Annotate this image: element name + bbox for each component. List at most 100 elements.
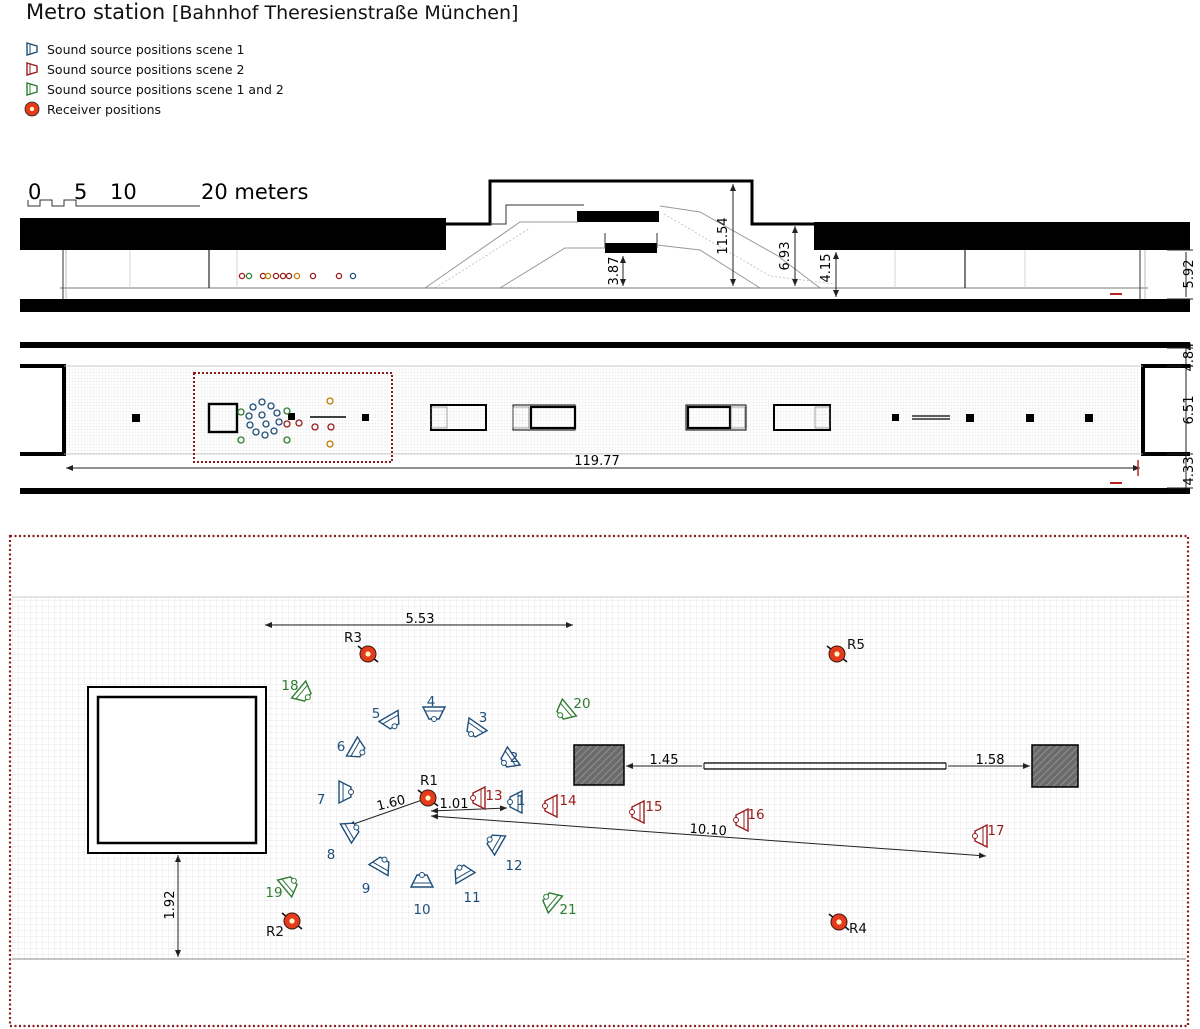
dim-label: 1.60	[375, 793, 407, 815]
dim-label: 6.51	[1182, 396, 1197, 425]
sound-source-20-icon	[556, 697, 578, 720]
sound-source-4-icon	[421, 706, 447, 722]
receiver-label: R1	[420, 773, 438, 789]
receiver-label: R4	[849, 921, 867, 937]
dim-label: 1.45	[650, 753, 679, 768]
dim-label: 1.58	[976, 753, 1005, 768]
sound-source-15-icon	[629, 799, 645, 825]
sound-source-8-icon	[339, 822, 360, 845]
dim-label: 1.01	[440, 797, 469, 812]
scale-bar: 0 5 10 20 meters	[27, 180, 309, 207]
dim-label: 119.77	[574, 454, 620, 469]
sound-source-label: 14	[559, 793, 576, 809]
sound-source-3-icon	[466, 716, 489, 738]
sound-source-2-icon	[500, 745, 522, 768]
receiver-label: R5	[847, 637, 865, 653]
legend-item-receiver: Receiver positions	[24, 100, 161, 118]
scale-tick-label: 10	[110, 180, 137, 204]
sound-source-label: 7	[317, 792, 326, 808]
sound-source-label: 15	[645, 799, 662, 815]
escalator	[685, 404, 747, 431]
pillar	[1031, 744, 1079, 788]
sound-source-label: 4	[427, 694, 436, 710]
dim-label: 10.10	[689, 822, 727, 840]
sound-source-label: 6	[337, 739, 346, 755]
scale-end-label: 20 meters	[201, 180, 309, 204]
sound-source-19-icon	[276, 876, 298, 899]
sound-source-label: 3	[479, 710, 488, 726]
sound-source-label: 5	[372, 706, 381, 722]
dim-label: 6.93	[778, 242, 793, 271]
receiver-label: R3	[344, 630, 362, 646]
sound-source-7-icon	[338, 779, 354, 805]
sound-source-label: 21	[559, 902, 576, 918]
escalator	[430, 404, 487, 431]
legend-label: Sound source positions scene 1	[47, 41, 245, 57]
sound-source-10-icon	[409, 872, 435, 888]
title-sub: [Bahnhof Theresienstraße München]	[171, 2, 519, 24]
sound-source-6-icon	[345, 735, 366, 758]
sound-source-14-icon	[542, 793, 558, 819]
dim-label: 5.92	[1182, 260, 1197, 289]
sound-source-label: 11	[463, 890, 480, 906]
dim-label: 3.87	[607, 257, 622, 286]
receiver-r5-icon	[826, 645, 848, 663]
dim-label: 4.33	[1182, 457, 1197, 486]
sound-source-21-icon	[542, 892, 564, 915]
dim-label: 1.92	[163, 891, 178, 920]
dim-label: 4.15	[819, 254, 834, 283]
sound-source-label: 2	[510, 750, 519, 766]
legend-item-scene2: Sound source positions scene 2	[24, 60, 244, 78]
legend-label: Sound source positions scene 1 and 2	[47, 81, 284, 97]
sound-source-label: 1	[517, 793, 526, 809]
sound-source-label: 9	[362, 881, 371, 897]
legend-label: Sound source positions scene 2	[47, 61, 245, 77]
detail-view: 5.53 1.45 1.58 1.60 1.01 10.10 1.92 1234…	[8, 534, 1190, 1028]
receiver-r1-icon	[417, 789, 439, 807]
sound-source-1-icon	[507, 789, 523, 815]
page-title: Metro station [Bahnhof Theresienstraße M…	[26, 0, 518, 24]
sound-source-18-icon	[290, 679, 312, 702]
plan-view: 119.77 4.84 6.51 4.33	[20, 342, 1197, 494]
detail-highlight-box	[193, 372, 393, 463]
dim-label: 4.84	[1182, 343, 1197, 372]
scale-tick-label: 5	[74, 180, 87, 204]
legend-item-scene1: Sound source positions scene 1	[24, 40, 244, 58]
source-scene-both-icon	[26, 82, 38, 96]
sound-source-13-icon	[470, 785, 486, 811]
title-main: Metro station	[26, 0, 166, 24]
dim-label: 11.54	[716, 217, 731, 254]
sound-source-label: 8	[327, 847, 336, 863]
sound-source-label: 18	[281, 678, 298, 694]
receiver-r4-icon	[828, 913, 850, 931]
pillar	[573, 744, 625, 786]
sound-source-16-icon	[733, 807, 749, 833]
legend-label: Receiver positions	[47, 101, 162, 117]
sound-source-label: 10	[413, 902, 430, 918]
sound-source-label: 16	[747, 807, 764, 823]
receiver-label: R2	[266, 924, 284, 940]
sound-source-label: 20	[573, 696, 590, 712]
scale-tick-label: 0	[28, 180, 41, 204]
sound-source-label: 19	[265, 885, 282, 901]
escalator	[773, 404, 831, 431]
sound-source-11-icon	[454, 864, 477, 885]
escalator	[512, 404, 577, 431]
legend-item-scene-both: Sound source positions scene 1 and 2	[24, 80, 284, 98]
sound-source-12-icon	[486, 834, 507, 857]
source-scene1-icon	[26, 42, 38, 56]
sound-source-label: 12	[505, 858, 522, 874]
source-scene2-icon	[26, 62, 38, 76]
receiver-r2-icon	[281, 912, 303, 930]
section-view: 11.54 6.93 3.87 4.15 5.92	[20, 179, 1197, 312]
sound-source-17-icon	[972, 823, 988, 849]
sound-source-5-icon	[377, 709, 400, 730]
receiver-r3-icon	[357, 645, 379, 663]
sound-source-label: 13	[485, 788, 502, 804]
dim-label: 5.53	[406, 612, 435, 627]
receiver-icon	[24, 101, 40, 117]
sound-source-label: 17	[987, 823, 1004, 839]
